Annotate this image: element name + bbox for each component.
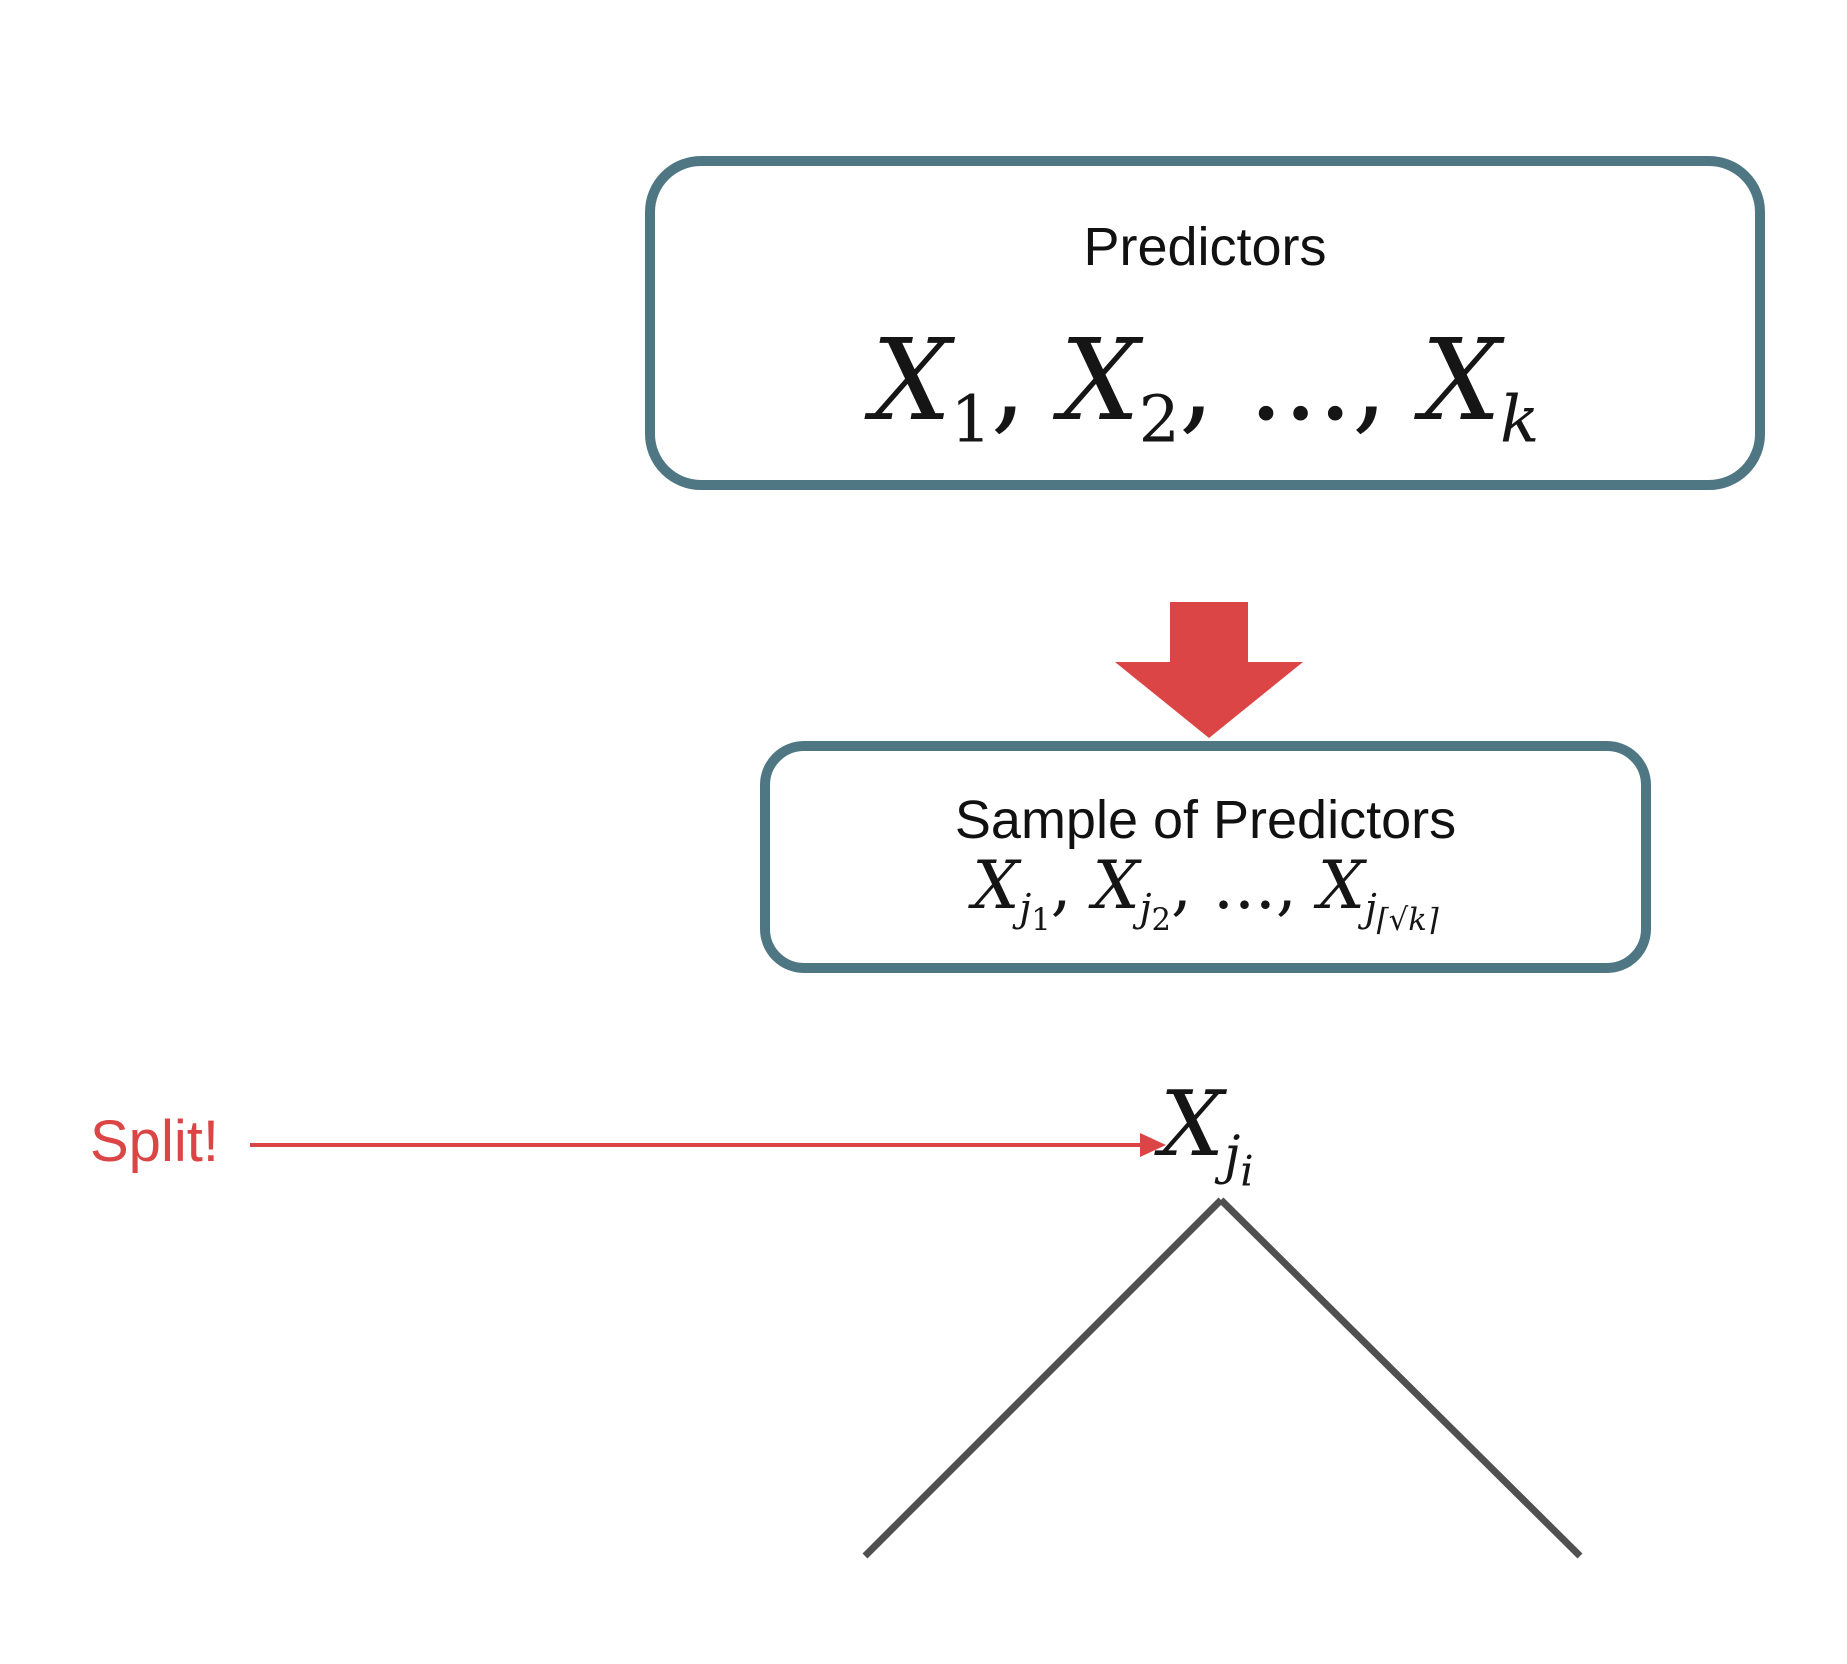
var: X: [1160, 1072, 1225, 1177]
sub: 1: [950, 382, 991, 458]
tree-right-branch: [1218, 1197, 1583, 1559]
ellipsis: ...,: [1212, 847, 1297, 924]
sub: j: [1019, 886, 1032, 932]
separator: ,: [1050, 847, 1093, 924]
tree-left-branch: [862, 1197, 1224, 1559]
separator: ,: [990, 316, 1060, 446]
sub: k: [1499, 382, 1539, 458]
sub: j: [1139, 886, 1152, 932]
subsub: i: [1240, 1146, 1254, 1196]
subsub-ceil-sqrt-k: ⌈√k⌉: [1376, 903, 1439, 939]
var: X: [1092, 847, 1140, 924]
sample-title: Sample of Predictors: [954, 790, 1457, 850]
split-pointer-head: [1140, 1133, 1166, 1157]
ellipsis: ...,: [1248, 316, 1387, 446]
subsub: 2: [1151, 903, 1171, 939]
var: X: [972, 847, 1020, 924]
var: X: [1317, 847, 1365, 924]
subsub: 1: [1031, 903, 1051, 939]
predictors-formula: X1, X2, ..., Xk: [655, 316, 1755, 453]
var: X: [871, 316, 952, 446]
sample-box: Sample of Predictors Xj1, Xj2, ..., Xj⌈√…: [760, 741, 1651, 973]
sample-formula: Xj1, Xj2, ..., Xj⌈√k⌉: [770, 847, 1641, 936]
predictors-box: Predictors X1, X2, ..., Xk: [645, 156, 1765, 490]
predictors-title: Predictors: [1083, 217, 1327, 277]
separator: ,: [1171, 847, 1213, 924]
sub: 2: [1138, 382, 1180, 458]
sub: j: [1224, 1126, 1241, 1187]
split-node-formula: Xji: [1160, 1072, 1254, 1192]
var: X: [1059, 316, 1140, 446]
var: X: [1421, 316, 1501, 446]
sub: j: [1364, 886, 1377, 932]
split-label: Split!: [90, 1109, 219, 1174]
separator: ,: [1179, 316, 1249, 446]
down-arrow: [1115, 602, 1303, 738]
